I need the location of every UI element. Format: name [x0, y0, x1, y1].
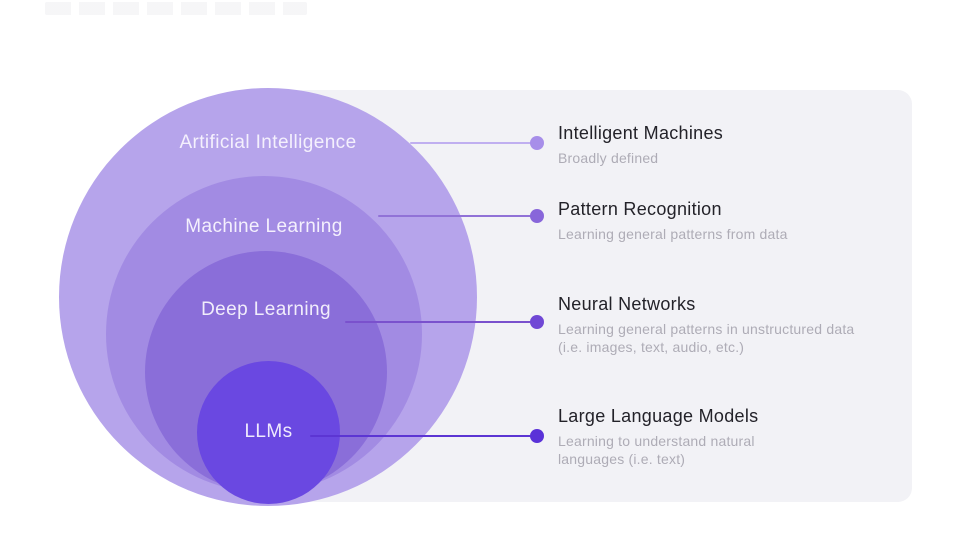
circle-label-artificial-intelligence: Artificial Intelligence	[179, 132, 357, 153]
annotation-title: Intelligent Machines	[558, 123, 724, 143]
annotation-neural-networks: Neural Networks Learning general pattern…	[558, 294, 880, 357]
circle-label-deep-learning: Deep Learning	[201, 299, 331, 320]
connector-dot-icon-machine-learning	[530, 209, 544, 223]
annotation-subtitle: Learning general patterns in unstructure…	[558, 320, 855, 356]
annotation-title: Pattern Recognition	[558, 199, 722, 219]
annotation-pattern-recognition: Pattern Recognition Learning general pat…	[558, 199, 788, 243]
annotation-title: Neural Networks	[558, 294, 696, 314]
connector-dot-icon-artificial-intelligence	[530, 136, 544, 150]
connector-dot-icon-llms	[530, 429, 544, 443]
annotation-subtitle: Learning general patterns from data	[558, 225, 788, 242]
connector-line-deep-learning	[345, 321, 534, 323]
annotation-large-language-models: Large Language Models Learning to unders…	[558, 406, 778, 469]
circle-label-machine-learning: Machine Learning	[185, 216, 343, 237]
annotation-subtitle: Broadly defined	[558, 149, 659, 166]
annotation-subtitle: Learning to understand natural languages…	[558, 432, 755, 468]
circle-llms: LLMs	[197, 361, 340, 504]
connector-dot-icon-deep-learning	[530, 315, 544, 329]
connector-line-artificial-intelligence	[410, 142, 534, 144]
annotation-title: Large Language Models	[558, 406, 759, 426]
connector-line-llms	[310, 435, 534, 437]
annotation-intelligent-machines: Intelligent Machines Broadly defined	[558, 123, 723, 167]
top-cropped-text-artifact	[45, 2, 307, 15]
connector-line-machine-learning	[378, 215, 534, 217]
circle-label-llms: LLMs	[244, 421, 293, 442]
